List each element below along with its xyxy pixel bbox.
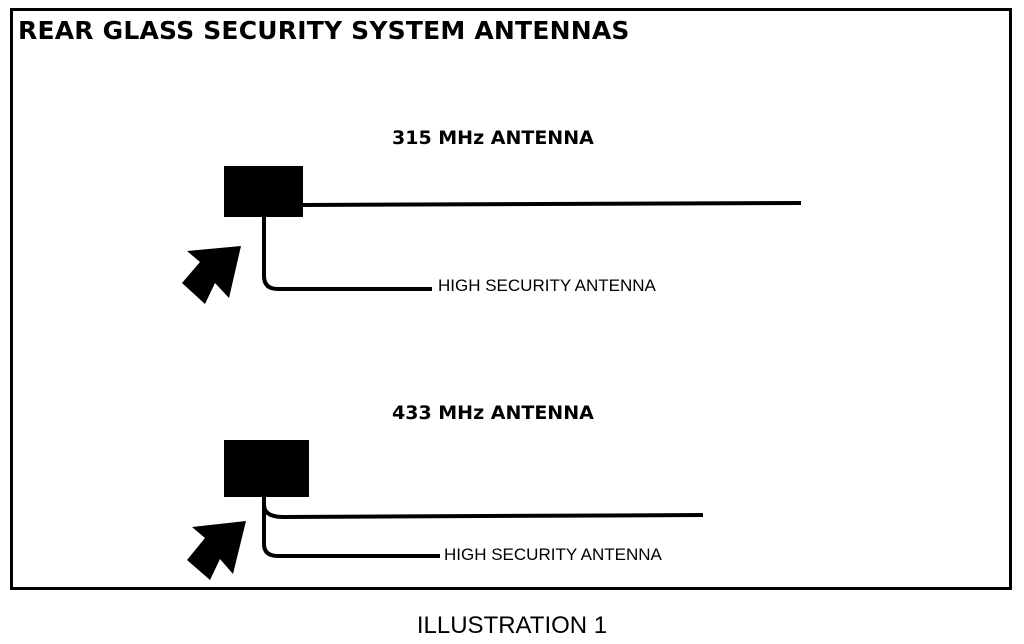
antenna-315-high-security-wire (262, 216, 432, 291)
antenna-315-module (224, 166, 303, 217)
antenna-433-high-security-wire (262, 497, 440, 558)
antenna-315-arrow-icon (182, 246, 241, 304)
antenna-315-group (182, 166, 802, 304)
antenna-315-wire-label: HIGH SECURITY ANTENNA (438, 276, 656, 295)
antenna-315-main-wire (301, 201, 802, 207)
antenna-315-heading: 315 MHz ANTENNA (392, 127, 594, 149)
illustration-caption: ILLUSTRATION 1 (416, 612, 608, 639)
antenna-433-arrow-icon (187, 521, 246, 580)
diagram-frame (10, 8, 1012, 590)
antenna-433-main-wire (262, 497, 704, 520)
antenna-433-group (187, 440, 704, 580)
antenna-433-module (224, 440, 309, 497)
antenna-433-wire-label: HIGH SECURITY ANTENNA (444, 545, 662, 564)
diagram-title: REAR GLASS SECURITY SYSTEM ANTENNAS (18, 16, 630, 45)
antenna-433-heading: 433 MHz ANTENNA (392, 402, 594, 424)
